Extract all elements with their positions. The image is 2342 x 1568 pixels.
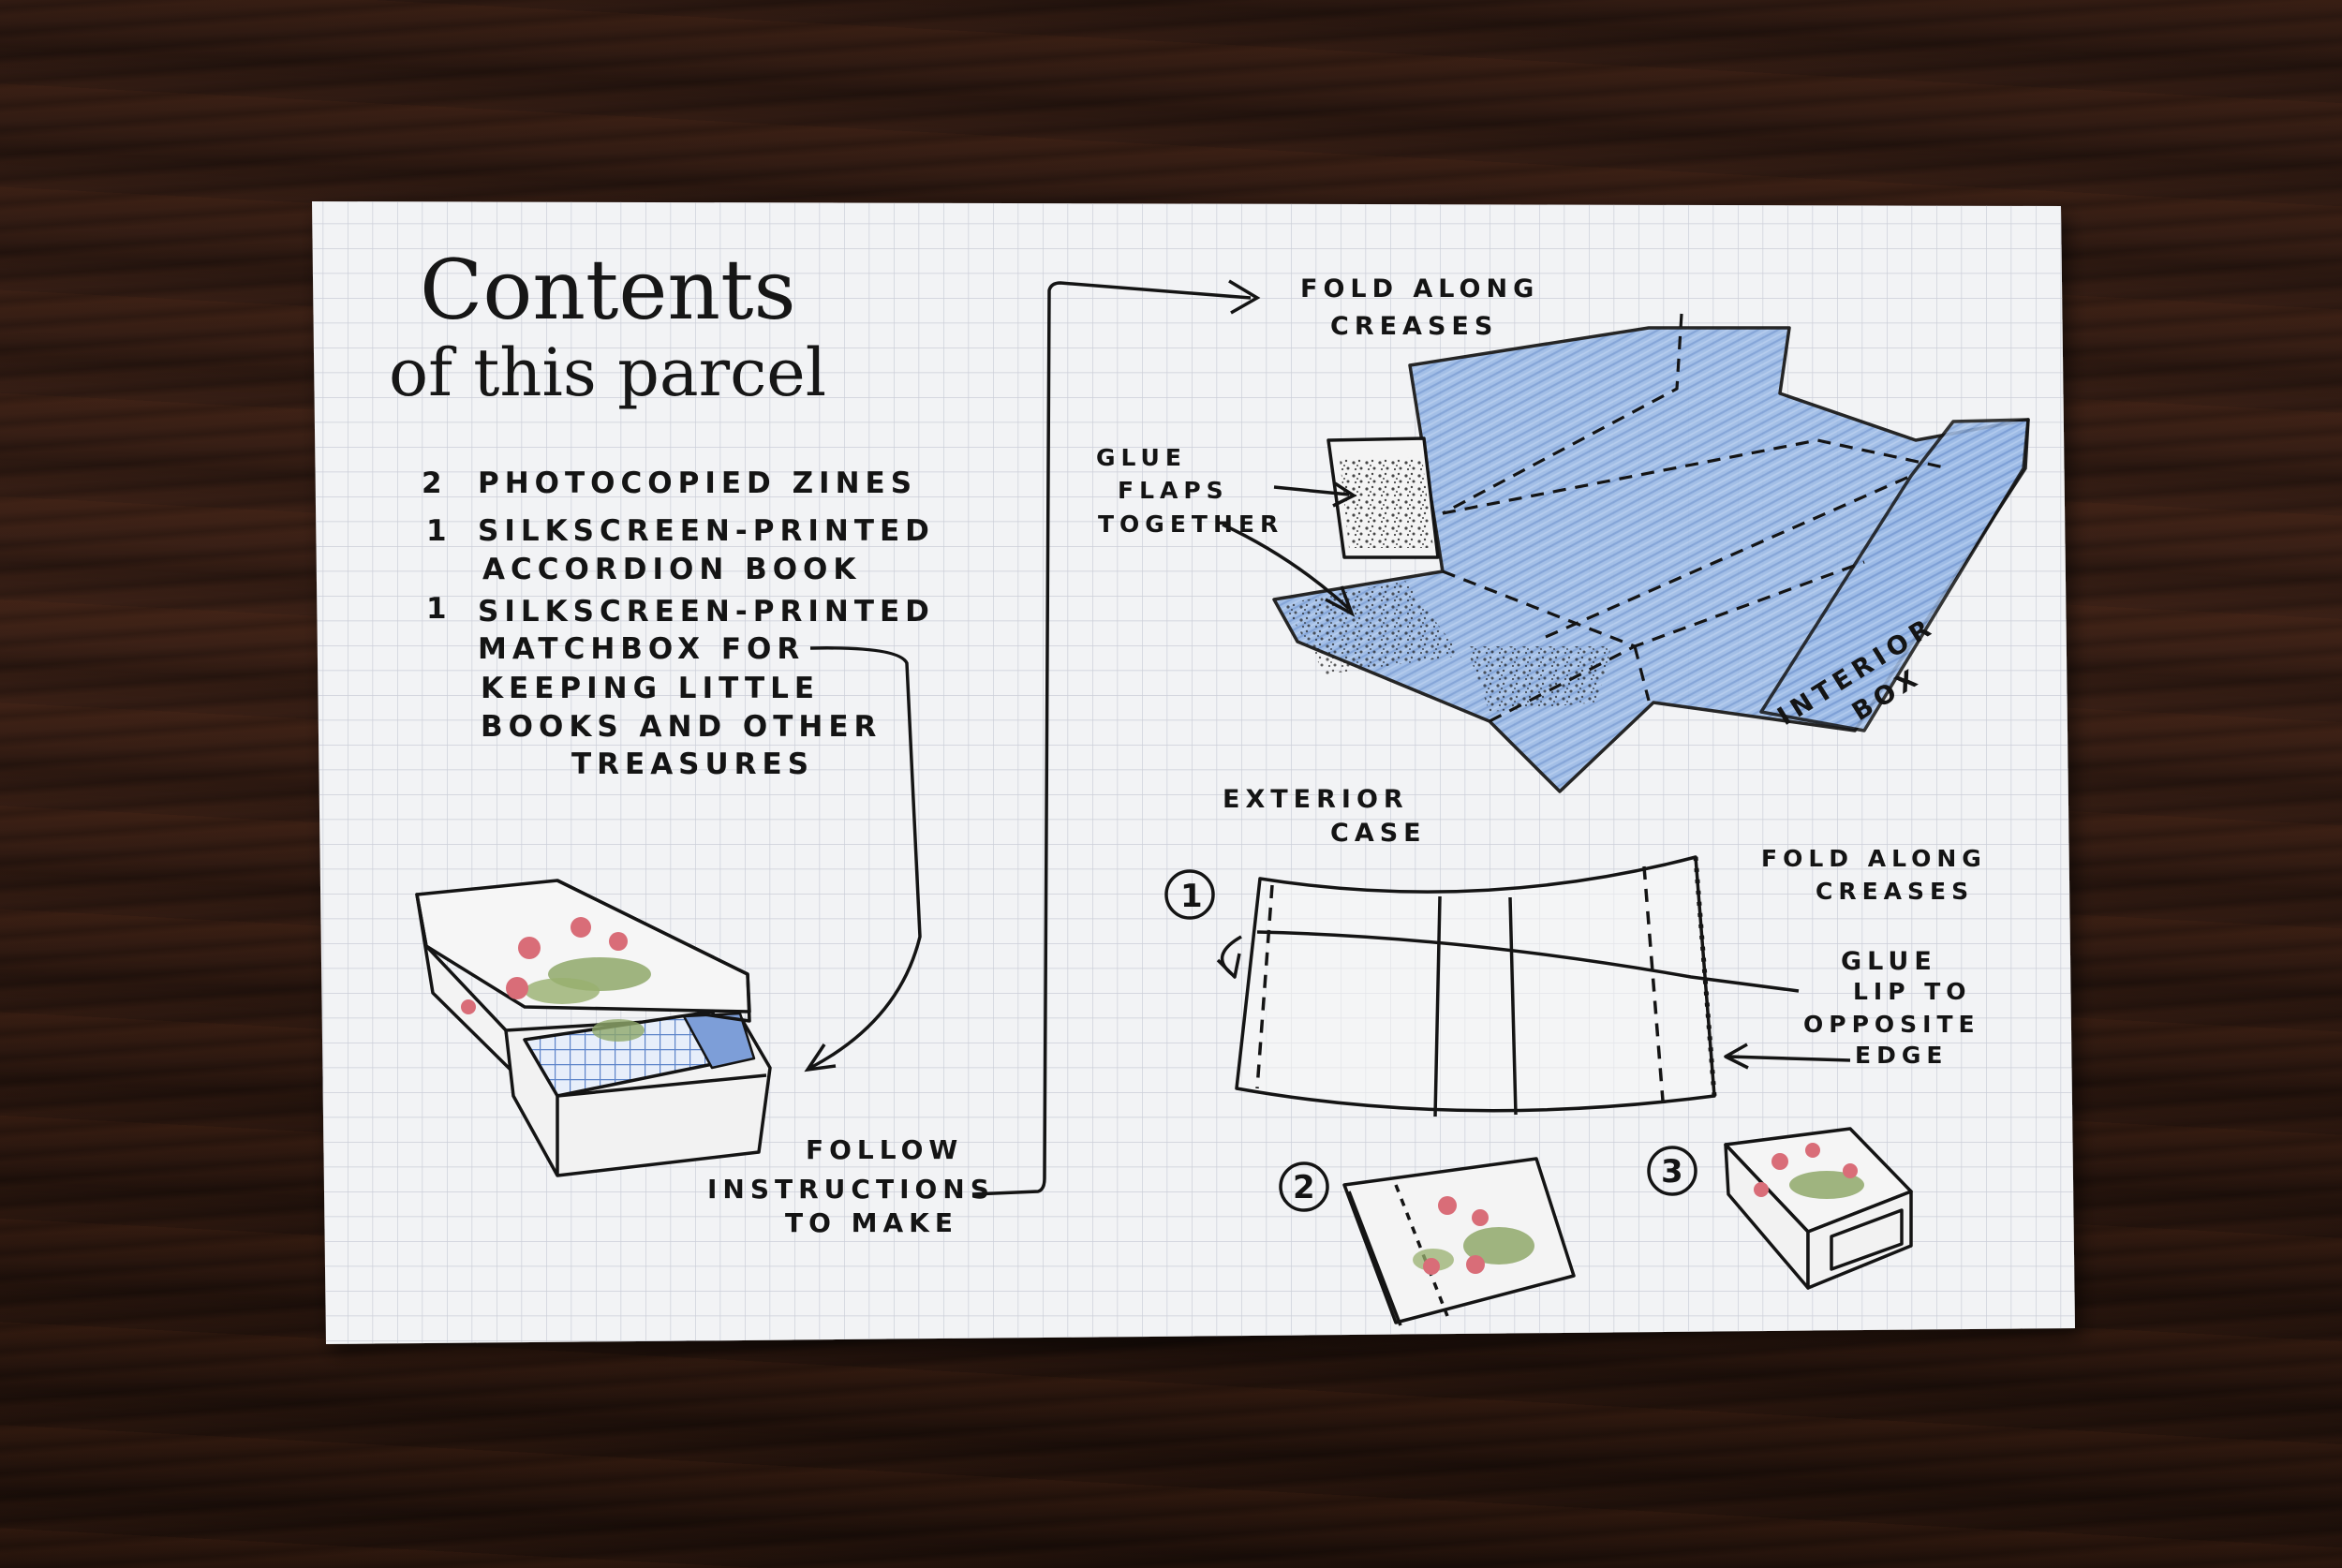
title-line1: Contents [420,242,796,338]
title-line2: of this parcel [389,334,826,411]
list-item-line: SILKSCREEN-PRINTED [478,514,935,548]
contents-list: 2 PHOTOCOPIED ZINES 1 SILKSCREEN-PRINTED… [422,466,935,781]
list-item-line: TREASURES [571,747,814,781]
exterior-glue-label: GLUE [1841,947,1937,976]
follow-line: INSTRUCTIONS [707,1174,995,1205]
list-item-line: BOOKS AND OTHER [481,710,882,744]
exterior-case-label: EXTERIOR [1223,785,1409,814]
interior-fold-label: CREASES [1330,312,1498,341]
exterior-case-label: CASE [1330,819,1427,848]
follow-line: FOLLOW [806,1134,963,1165]
glue-flaps-label: TOGETHER [1098,510,1283,538]
exterior-fold-label: CREASES [1816,878,1974,905]
list-item-line: SILKSCREEN-PRINTED [478,595,935,629]
list-item-line: MATCHBOX FOR [478,632,805,666]
step-number: 3 [1661,1153,1689,1191]
list-item-line: KEEPING LITTLE [481,672,820,705]
glue-flaps-label: GLUE [1096,444,1187,471]
interior-fold-label: FOLD ALONG [1300,274,1539,303]
list-item-line: PHOTOCOPIED ZINES [478,466,917,500]
exterior-fold-label: FOLD ALONG [1761,845,1987,872]
list-item-qty: 2 [422,466,448,500]
list-item-qty: 1 [426,592,452,626]
step-number: 2 [1293,1169,1321,1206]
list-item-qty: 1 [426,514,452,548]
follow-line: TO MAKE [785,1207,958,1238]
exterior-glue-label: OPPOSITE [1803,1011,1980,1038]
step-number: 1 [1180,878,1208,915]
glue-flaps-label: FLAPS [1118,477,1229,504]
exterior-glue-label: LIP TO [1853,978,1972,1005]
list-item-line: ACCORDION BOOK [482,553,861,586]
exterior-glue-label: EDGE [1855,1042,1948,1069]
